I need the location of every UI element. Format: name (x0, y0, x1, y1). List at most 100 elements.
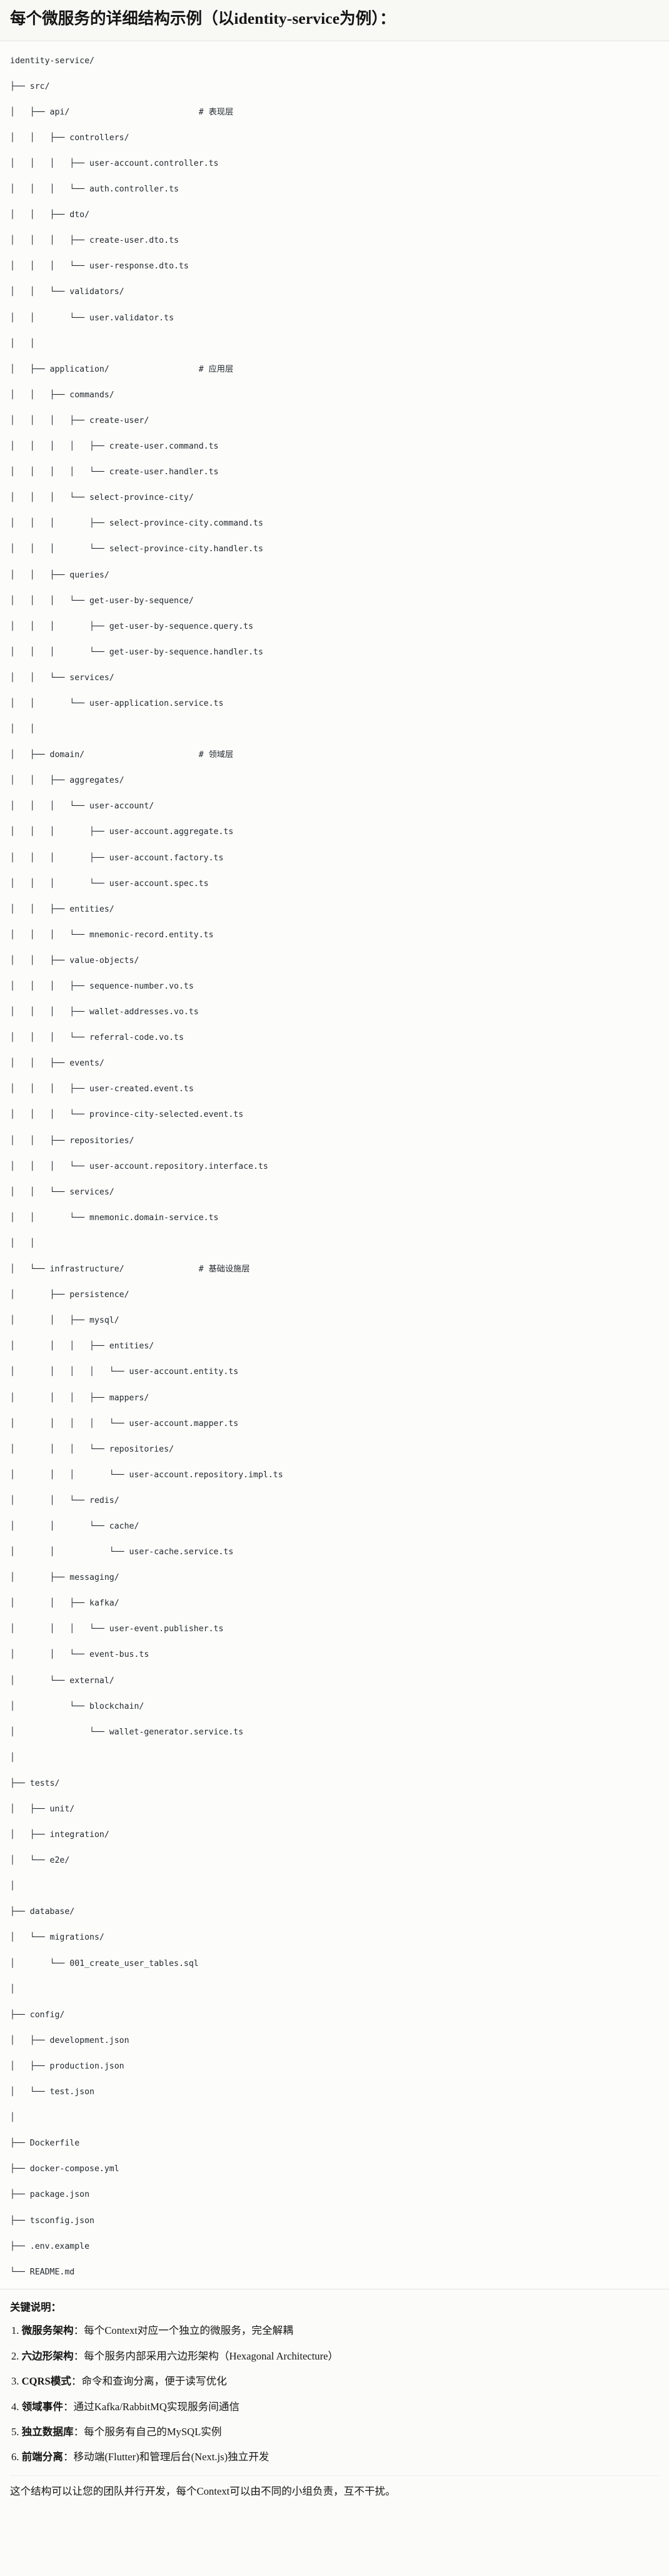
key-note-item: 独立数据库：每个服务有自己的MySQL实例 (11, 2425, 659, 2440)
key-notes-footer: 这个结构可以让您的团队并行开发，每个Context可以由不同的小组负责，互不干扰… (10, 2475, 659, 2500)
tree-line: │ │ │ └── select-province-city.handler.t… (10, 544, 263, 554)
key-note-description: ：通过Kafka/RabbitMQ实现服务间通信 (63, 2400, 240, 2413)
tree-line: │ │ │ ├── create-user.dto.ts (10, 236, 179, 246)
tree-line: │ (10, 2113, 15, 2123)
tree-line: │ ├── application/ # 应用层 (10, 364, 234, 374)
tree-line: │ │ │ └── user-event.publisher.ts (10, 1624, 224, 1634)
tree-line: │ │ │ └── auth.controller.ts (10, 185, 179, 195)
tree-line: │ │ │ │ └── create-user.handler.ts (10, 467, 219, 477)
document-page: 每个微服务的详细结构示例（以identity-service为例）： ident… (0, 0, 669, 2508)
tree-line: │ │ │ ├── user-created.event.ts (10, 1084, 194, 1094)
tree-line: │ └── wallet-generator.service.ts (10, 1727, 244, 1737)
tree-line: │ └── infrastructure/ # 基础设施层 (10, 1265, 250, 1275)
directory-tree: identity-service/ ├── src/ │ ├── api/ # … (10, 55, 659, 2279)
tree-line: │ │ ├── commands/ (10, 390, 114, 400)
tree-line: │ │ └── mnemonic.domain-service.ts (10, 1213, 219, 1223)
tree-line: │ │ ├── dto/ (10, 210, 90, 220)
key-note-description: ：移动端(Flutter)和管理后台(Next.js)独立开发 (63, 2451, 269, 2463)
tree-line: │ ├── production.json (10, 2061, 124, 2071)
tree-line: │ │ ├── controllers/ (10, 133, 129, 143)
tree-line: ├── tests/ (10, 1778, 60, 1788)
key-note-term: 领域事件 (21, 2400, 63, 2413)
tree-line: │ │ │ ├── user-account.controller.ts (10, 159, 219, 168)
tree-line: │ │ │ └── repositories/ (10, 1444, 174, 1454)
tree-line: ├── tsconfig.json (10, 2216, 94, 2226)
tree-line: │ │ │ └── user-account.repository.interf… (10, 1161, 268, 1171)
key-note-description: ：每个Context对应一个独立的微服务，完全解耦 (73, 2324, 293, 2337)
tree-line: │ │ └── user.validator.ts (10, 313, 174, 323)
tree-line: │ │ │ ├── sequence-number.vo.ts (10, 982, 194, 991)
tree-line: │ │ │ ├── wallet-addresses.vo.ts (10, 1007, 199, 1017)
key-note-item: 六边形架构：每个服务内部采用六边形架构（Hexagonal Architectu… (11, 2349, 659, 2365)
tree-line: │ ├── persistence/ (10, 1290, 129, 1300)
key-note-description: ：命令和查询分离，便于读写优化 (71, 2375, 227, 2388)
tree-line: ├── config/ (10, 2010, 65, 2020)
key-note-item: 领域事件：通过Kafka/RabbitMQ实现服务间通信 (11, 2400, 659, 2415)
tree-line: │ │ └── redis/ (10, 1495, 119, 1505)
tree-line: │ │ ├── aggregates/ (10, 776, 124, 786)
tree-line: │ (10, 1984, 15, 1994)
key-note-term: 独立数据库 (21, 2425, 74, 2438)
tree-line: │ │ │ ├── create-user/ (10, 415, 149, 425)
key-note-item: 微服务架构：每个Context对应一个独立的微服务，完全解耦 (11, 2323, 659, 2339)
tree-line: │ ├── development.json (10, 2035, 129, 2045)
tree-line: │ │ └── event-bus.ts (10, 1650, 149, 1660)
tree-line: │ ├── domain/ # 领域层 (10, 750, 234, 760)
tree-line: │ │ │ └── get-user-by-sequence/ (10, 596, 194, 606)
tree-line: │ └── external/ (10, 1676, 114, 1686)
tree-line: │ (10, 1753, 15, 1763)
tree-line: │ │ │ │ └── user-account.mapper.ts (10, 1418, 239, 1428)
tree-line: │ │ ├── repositories/ (10, 1136, 134, 1146)
tree-line: │ │ ├── kafka/ (10, 1599, 119, 1609)
key-note-term: 六边形架构 (21, 2349, 74, 2362)
tree-line: │ │ │ └── get-user-by-sequence.handler.t… (10, 647, 263, 657)
tree-line: │ │ ├── events/ (10, 1059, 104, 1069)
tree-line: │ │ ├── queries/ (10, 570, 109, 580)
tree-line: │ │ │ └── province-city-selected.event.t… (10, 1110, 244, 1120)
tree-line: │ │ │ ├── get-user-by-sequence.query.ts (10, 621, 254, 631)
tree-line: │ │ └── user-application.service.ts (10, 698, 224, 708)
tree-layer-comment: # 基础设施层 (198, 1265, 250, 1275)
tree-line: ├── .env.example (10, 2241, 90, 2251)
tree-line: │ │ └── cache/ (10, 1521, 139, 1531)
tree-line: │ │ │ ├── mappers/ (10, 1393, 149, 1403)
tree-line: │ └── 001_create_user_tables.sql (10, 1958, 199, 1968)
tree-layer-comment: # 表现层 (198, 107, 234, 117)
key-notes-heading: 关键说明： (10, 2302, 61, 2314)
tree-line: │ │ │ └── select-province-city/ (10, 493, 194, 503)
key-note-item: 前端分离：移动端(Flutter)和管理后台(Next.js)独立开发 (11, 2450, 659, 2465)
tree-line: │ │ │ └── user-account/ (10, 802, 154, 812)
tree-line: │ │ │ └── referral-code.vo.ts (10, 1033, 184, 1043)
tree-layer-comment: # 领域层 (198, 750, 234, 760)
tree-line: │ ├── unit/ (10, 1805, 75, 1814)
tree-line: │ │ (10, 725, 35, 735)
tree-line: │ └── e2e/ (10, 1856, 70, 1866)
tree-line: identity-service/ (10, 56, 94, 66)
key-notes-section: 关键说明： 微服务架构：每个Context对应一个独立的微服务，完全解耦六边形架… (0, 2289, 669, 2508)
tree-line: │ │ │ ├── user-account.factory.ts (10, 853, 224, 863)
tree-line: │ │ │ ├── entities/ (10, 1341, 154, 1352)
tree-line: │ │ (10, 1238, 35, 1248)
tree-line: │ └── blockchain/ (10, 1701, 144, 1711)
tree-line: │ │ │ └── user-account.repository.impl.t… (10, 1470, 283, 1480)
key-note-term: 前端分离 (21, 2451, 63, 2463)
key-note-description: ：每个服务内部采用六边形架构（Hexagonal Architecture） (73, 2349, 339, 2362)
tree-line: │ │ │ │ └── user-account.entity.ts (10, 1367, 239, 1377)
tree-line: │ │ │ ├── user-account.aggregate.ts (10, 827, 234, 837)
tree-line: │ │ │ ├── select-province-city.command.t… (10, 519, 263, 529)
tree-line: │ │ ├── entities/ (10, 904, 114, 914)
tree-line: │ └── migrations/ (10, 1933, 104, 1943)
tree-line: │ │ │ │ ├── create-user.command.ts (10, 442, 219, 452)
tree-line: │ │ │ └── mnemonic-record.entity.ts (10, 930, 214, 940)
document-header: 每个微服务的详细结构示例（以identity-service为例）： (0, 0, 669, 41)
tree-line: │ └── test.json (10, 2087, 94, 2097)
tree-line: │ │ ├── value-objects/ (10, 955, 139, 965)
page-title: 每个微服务的详细结构示例（以identity-service为例）： (10, 9, 396, 28)
tree-line: │ (10, 1881, 15, 1891)
directory-tree-block: identity-service/ ├── src/ │ ├── api/ # … (0, 41, 669, 2289)
tree-line: │ │ (10, 339, 35, 349)
tree-line: ├── Dockerfile (10, 2139, 80, 2149)
tree-line: ├── package.json (10, 2190, 90, 2200)
key-note-description: ：每个服务有自己的MySQL实例 (73, 2425, 222, 2438)
tree-layer-comment: # 应用层 (198, 364, 234, 374)
